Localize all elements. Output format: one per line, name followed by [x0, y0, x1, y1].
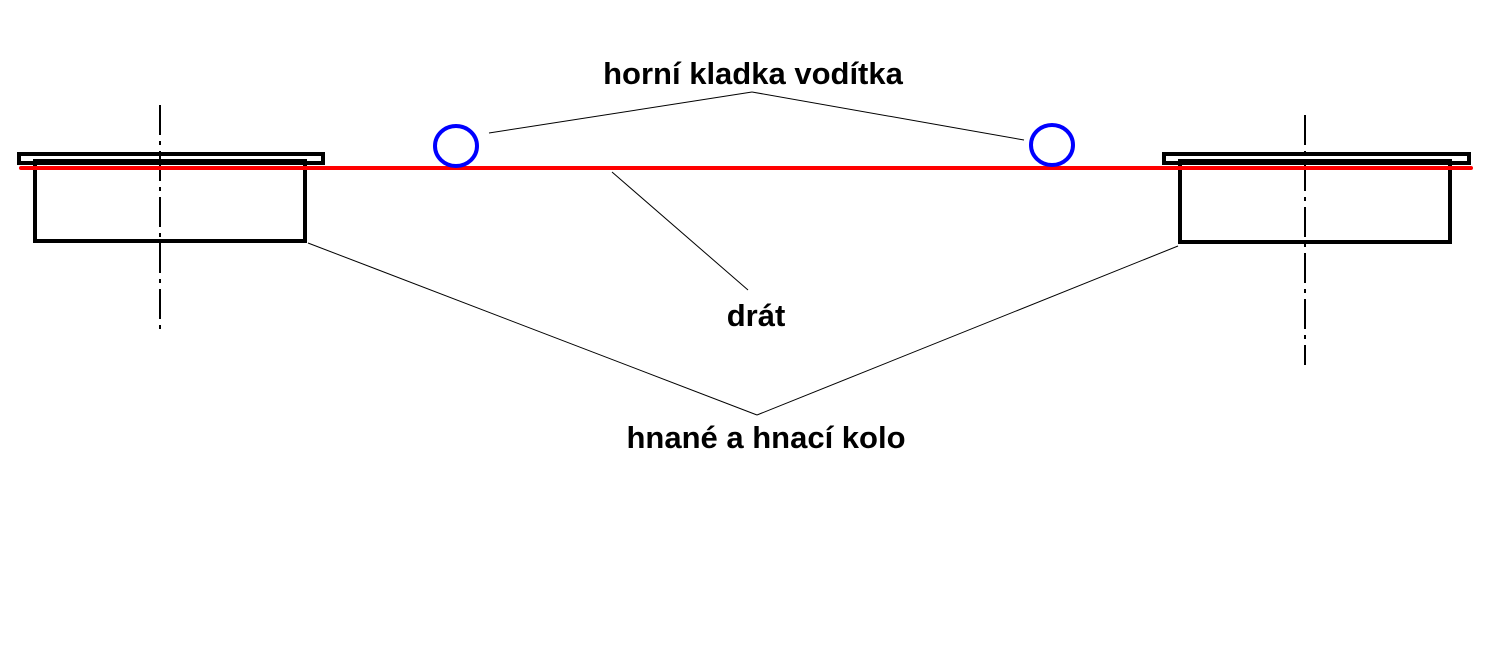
leader-pulley-left	[488, 91, 753, 134]
right-guide-pulley	[1029, 123, 1075, 167]
leader-wheel-right	[756, 245, 1179, 416]
right-wheel-body	[1178, 159, 1452, 244]
leader-wheel-left	[307, 242, 758, 416]
label-wire: drát	[727, 298, 786, 333]
label-guide-pulleys: horní kladka vodítka	[603, 56, 904, 91]
label-wheels: hnané a hnací kolo	[626, 420, 905, 455]
leader-lines	[307, 91, 1179, 416]
right-wheel	[1162, 152, 1471, 244]
left-guide-pulley	[433, 124, 479, 168]
leader-wire	[611, 171, 749, 291]
leader-pulley-right	[751, 91, 1025, 141]
left-wheel	[17, 152, 325, 243]
left-wheel-body	[33, 159, 307, 243]
